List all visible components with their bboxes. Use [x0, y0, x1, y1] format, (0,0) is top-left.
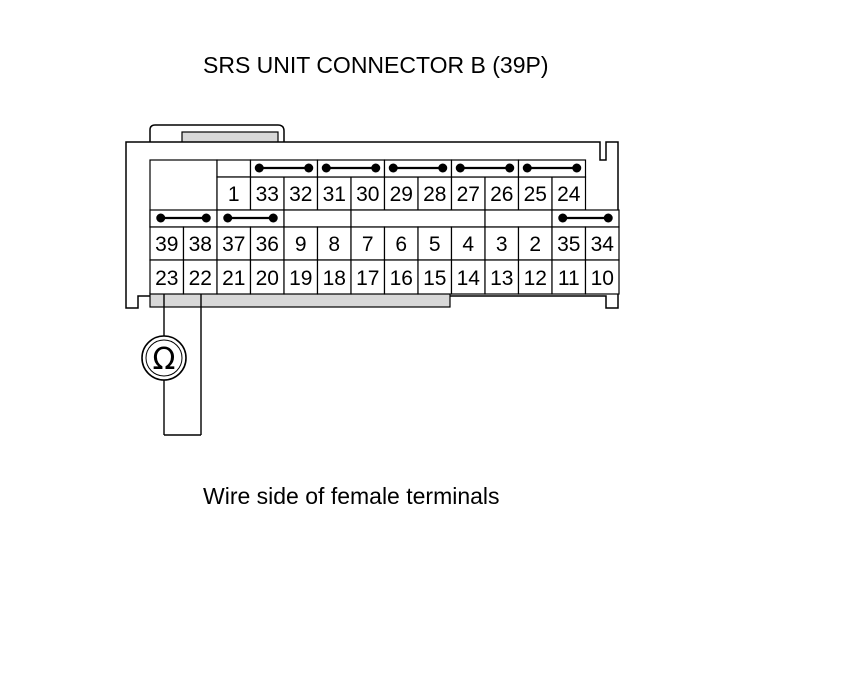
terminal-label: 19: [289, 267, 312, 290]
ohmmeter-symbol: Ω: [141, 335, 187, 381]
terminal-cell: [283, 259, 319, 295]
terminal-label: 6: [395, 233, 407, 256]
terminal-label: 2: [529, 233, 541, 256]
jumper-dot: [603, 213, 613, 223]
jumper-dot: [438, 163, 448, 173]
ohm-symbol: Ω: [153, 342, 176, 377]
terminal-cell: [584, 226, 620, 261]
terminal-label: 39: [155, 233, 178, 256]
terminal-cell: [249, 259, 285, 295]
jumper-dot: [455, 163, 465, 173]
jumper-strip: [216, 159, 252, 178]
terminal-cell: [450, 176, 486, 211]
jumper-dot: [388, 163, 398, 173]
terminal-label: 29: [390, 183, 413, 206]
diagram-title: SRS UNIT CONNECTOR B (39P): [203, 52, 549, 78]
jumper-dot: [505, 163, 515, 173]
terminal-cell: [417, 176, 453, 211]
jumper-wires: [156, 163, 613, 223]
terminal-cell: [551, 259, 587, 295]
terminal-cell: [417, 259, 453, 295]
terminal-label: 35: [557, 233, 580, 256]
bottom-rail: [149, 292, 451, 308]
terminal-label: 28: [423, 183, 446, 206]
terminal-cell: [450, 259, 486, 295]
terminal-cell: [283, 176, 319, 211]
terminal-cell: [249, 226, 285, 261]
jumper-dot: [268, 213, 278, 223]
jumper-dot: [156, 213, 166, 223]
jumper-dot: [223, 213, 233, 223]
terminal-label: 20: [256, 267, 279, 290]
terminal-label: 13: [490, 267, 513, 290]
jumper-dot: [522, 163, 532, 173]
terminal-label: 11: [558, 267, 580, 290]
terminal-label: 7: [362, 233, 374, 256]
terminal-label: 24: [557, 183, 581, 206]
terminal-label: 14: [457, 267, 481, 290]
terminal-cell: [383, 226, 419, 261]
ohmmeter-inner-ring: [145, 339, 183, 377]
jumper-dot: [371, 163, 381, 173]
terminal-label: 16: [390, 267, 413, 290]
jumper-dot: [201, 213, 211, 223]
jumper-dot: [304, 163, 314, 173]
terminal-cell: [350, 226, 386, 261]
terminal-cell: [551, 176, 587, 211]
terminal-label: 5: [429, 233, 441, 256]
terminal-cell: [149, 226, 185, 261]
jumper-strip: [484, 209, 553, 228]
jumper-dot: [254, 163, 264, 173]
terminal-label: 32: [289, 183, 312, 206]
terminal-cell: [450, 226, 486, 261]
terminal-cell: [350, 176, 386, 211]
terminal-label: 15: [423, 267, 446, 290]
terminal-label: 3: [496, 233, 508, 256]
terminal-label: 10: [591, 267, 614, 290]
ohmmeter-icon: [141, 335, 187, 381]
terminal-label: 27: [457, 183, 480, 206]
terminal-label: 34: [591, 233, 615, 256]
jumper-strip: [283, 209, 352, 228]
terminal-label: 25: [524, 183, 547, 206]
terminal-label: 12: [524, 267, 547, 290]
terminal-label: 30: [356, 183, 379, 206]
diagram-caption: Wire side of female terminals: [203, 483, 500, 509]
terminal-label: 36: [256, 233, 279, 256]
jumper-strip: [350, 209, 486, 228]
terminal-cell: [316, 226, 352, 261]
terminal-cell: [350, 259, 386, 295]
terminal-label: 31: [323, 183, 346, 206]
terminal-cell: [316, 176, 352, 211]
terminal-label: 8: [328, 233, 340, 256]
terminal-label: 18: [323, 267, 346, 290]
terminal-label: 4: [462, 233, 474, 256]
terminal-label: 17: [356, 267, 379, 290]
terminal-cell: [249, 176, 285, 211]
terminal-cell: [383, 259, 419, 295]
jumper-dot: [572, 163, 582, 173]
terminal-label: 26: [490, 183, 513, 206]
terminal-cell: [551, 226, 587, 261]
terminal-label: 33: [256, 183, 279, 206]
terminal-label: 1: [228, 183, 240, 206]
terminal-label: 38: [189, 233, 212, 256]
terminal-cell: [584, 259, 620, 295]
jumper-dot: [321, 163, 331, 173]
ohmmeter-probe-wires: [163, 294, 202, 436]
terminal-label: 9: [295, 233, 307, 256]
terminal-cell: [484, 259, 520, 295]
terminal-cell: [316, 259, 352, 295]
terminal-label: 21: [222, 267, 245, 290]
terminal-label: 37: [222, 233, 245, 256]
terminal-label: 22: [189, 267, 212, 290]
terminal-label: 23: [155, 267, 178, 290]
jumper-dot: [558, 213, 568, 223]
terminal-cell: [182, 259, 218, 295]
